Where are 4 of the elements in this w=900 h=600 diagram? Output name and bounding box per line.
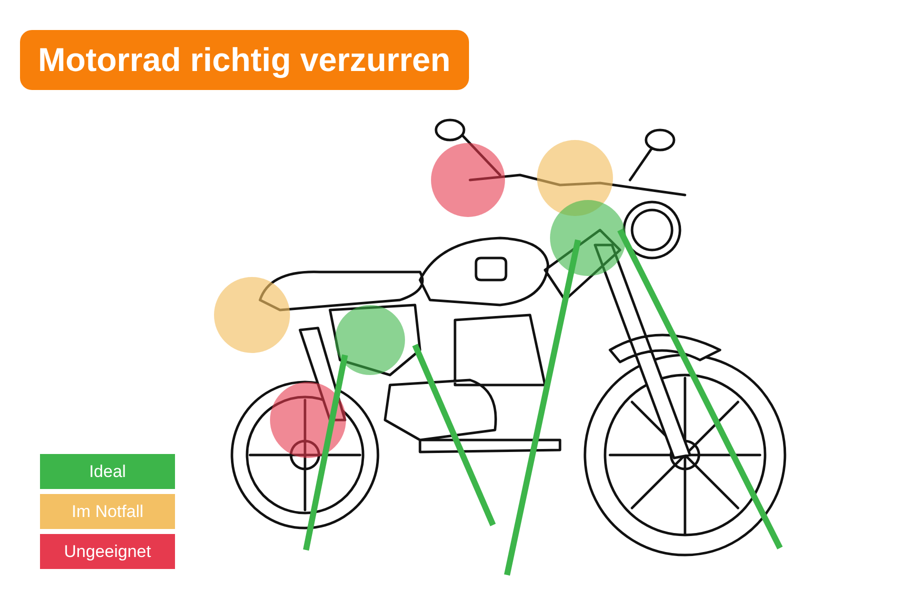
legend-swatch: Im Notfall [40,494,175,529]
legend-swatch: Ideal [40,454,175,489]
legend-swatch: Ungeeignet [40,534,175,569]
title-banner: Motorrad richtig verzurren [20,30,469,90]
